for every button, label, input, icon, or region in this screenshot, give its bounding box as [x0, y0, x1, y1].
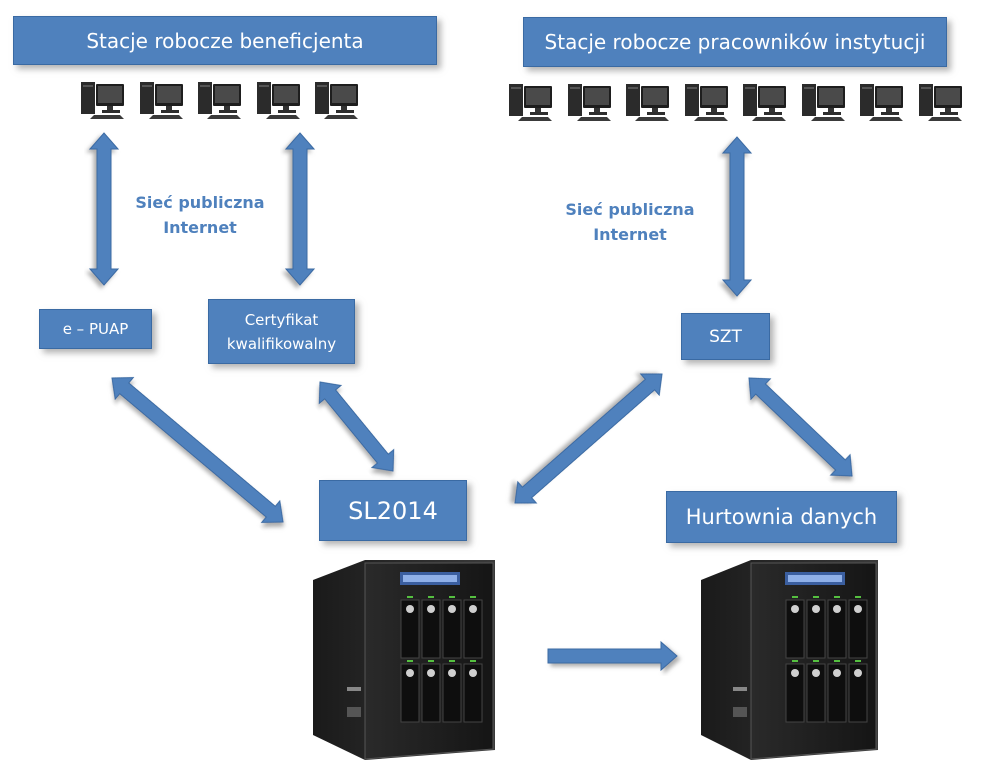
drive-bay-icon: [827, 663, 847, 723]
left-network-line2: Internet: [163, 218, 237, 237]
right-network-label: Sieć publiczna Internet: [555, 197, 705, 247]
desktop-computer-icon: [742, 80, 788, 122]
warehouse-server-icon: [693, 555, 888, 760]
desktop-computer-icon: [139, 78, 185, 120]
epuap-node: e – PUAP: [39, 309, 152, 349]
desktop-computer-icon: [625, 80, 671, 122]
desktop-computer-icon: [256, 78, 302, 120]
drive-bay-icon: [806, 599, 826, 659]
desktop-computer-icon: [801, 80, 847, 122]
left-network-line1: Sieć publiczna: [135, 193, 265, 212]
data-warehouse-node: Hurtownia danych: [666, 491, 897, 543]
desktop-computer-icon: [684, 80, 730, 122]
arrow-sl2014-warehouse: [547, 640, 678, 672]
certificate-line1: Certyfikat: [244, 310, 319, 329]
arrow-workstations-epuap: [88, 132, 120, 286]
desktop-computer-icon: [314, 78, 360, 120]
arrow-certificate-sl2014: [318, 381, 395, 472]
drive-bay-icon: [400, 663, 420, 723]
staff-title-text: Stacje robocze pracowników instytucji: [544, 30, 926, 54]
right-network-line1: Sieć publiczna: [565, 200, 695, 219]
arrow-workstations-certificate: [284, 132, 316, 286]
desktop-computer-icon: [567, 80, 613, 122]
arrow-epuap-sl2014: [111, 377, 284, 523]
desktop-computer-icon: [80, 78, 126, 120]
desktop-computer-icon: [918, 80, 964, 122]
arrow-staff-szt: [721, 136, 753, 297]
desktop-computer-icon: [197, 78, 243, 120]
sl2014-server-icon: [305, 555, 505, 760]
szt-text: SZT: [709, 326, 742, 347]
certificate-line2: kwalifikowalny: [226, 334, 337, 353]
drive-bay-icon: [827, 599, 847, 659]
drive-bay-icon: [785, 663, 805, 723]
staff-workstations-title: Stacje robocze pracowników instytucji: [523, 17, 947, 67]
beneficiary-title-text: Stacje robocze beneficjenta: [86, 28, 364, 53]
certificate-node: Certyfikat kwalifikowalny: [208, 299, 355, 364]
drive-bay-icon: [806, 663, 826, 723]
drive-bay-icon: [400, 599, 420, 659]
drive-bay-icon: [785, 599, 805, 659]
szt-node: SZT: [681, 313, 770, 360]
drive-bay-icon: [442, 599, 462, 659]
arrow-szt-sl2014: [514, 373, 663, 504]
sl2014-node: SL2014: [319, 480, 467, 541]
drive-bay-icon: [848, 663, 868, 723]
beneficiary-workstations-title: Stacje robocze beneficjenta: [13, 16, 437, 65]
desktop-computer-icon: [508, 80, 554, 122]
epuap-text: e – PUAP: [62, 320, 129, 338]
drive-bay-icon: [463, 599, 483, 659]
drive-bay-icon: [848, 599, 868, 659]
arrow-szt-warehouse: [748, 377, 853, 477]
right-network-line2: Internet: [593, 225, 667, 244]
drive-bay-icon: [421, 599, 441, 659]
sl2014-text: SL2014: [348, 496, 438, 525]
drive-bay-icon: [442, 663, 462, 723]
data-warehouse-text: Hurtownia danych: [685, 505, 878, 529]
left-network-label: Sieć publiczna Internet: [125, 190, 275, 240]
drive-bay-icon: [421, 663, 441, 723]
drive-bay-icon: [463, 663, 483, 723]
desktop-computer-icon: [859, 80, 905, 122]
